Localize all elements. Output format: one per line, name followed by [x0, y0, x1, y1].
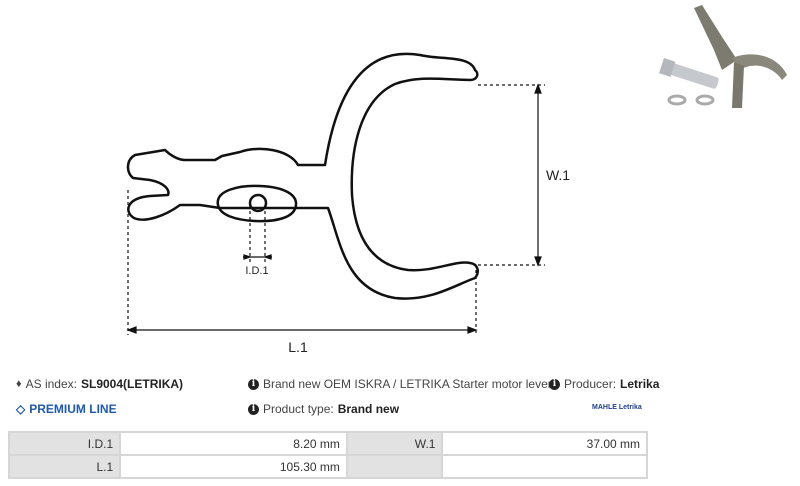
premium-line-badge: ◇ PREMIUM LINE	[16, 402, 117, 416]
pivot-boss	[216, 184, 298, 223]
lever-outline	[126, 52, 479, 300]
as-index-value: SL9004(LETRIKA)	[81, 377, 184, 391]
info-icon: i	[248, 403, 259, 415]
product-type: i Product type: Brand new	[248, 402, 399, 416]
info-icon: i	[248, 378, 259, 390]
table-row: L.1 105.30 mm	[7, 454, 648, 479]
description: i Brand new OEM ISKRA / LETRIKA Starter …	[248, 377, 552, 391]
part-technical-drawing: I.D.1 W.1 L.1	[126, 52, 570, 355]
pivot-hole	[248, 193, 268, 213]
tags-icon: ♦	[16, 378, 22, 390]
as-index: ♦ AS index: SL9004(LETRIKA)	[16, 377, 184, 391]
w1-label: W.1	[546, 167, 570, 183]
l1-label: L.1	[288, 339, 308, 355]
product-photo	[659, 5, 787, 108]
table-row: I.D.1 8.20 mm W.1 37.00 mm	[7, 431, 648, 456]
info-icon: i	[549, 378, 560, 390]
producer: i Producer: Letrika	[549, 377, 659, 391]
id1-label: I.D.1	[245, 265, 268, 277]
mahle-letrika-logo: MAHLE Letrika	[592, 404, 642, 411]
specs-table: I.D.1 8.20 mm W.1 37.00 mm L.1 105.30 mm	[7, 431, 648, 479]
diamond-icon: ◇	[16, 402, 26, 416]
